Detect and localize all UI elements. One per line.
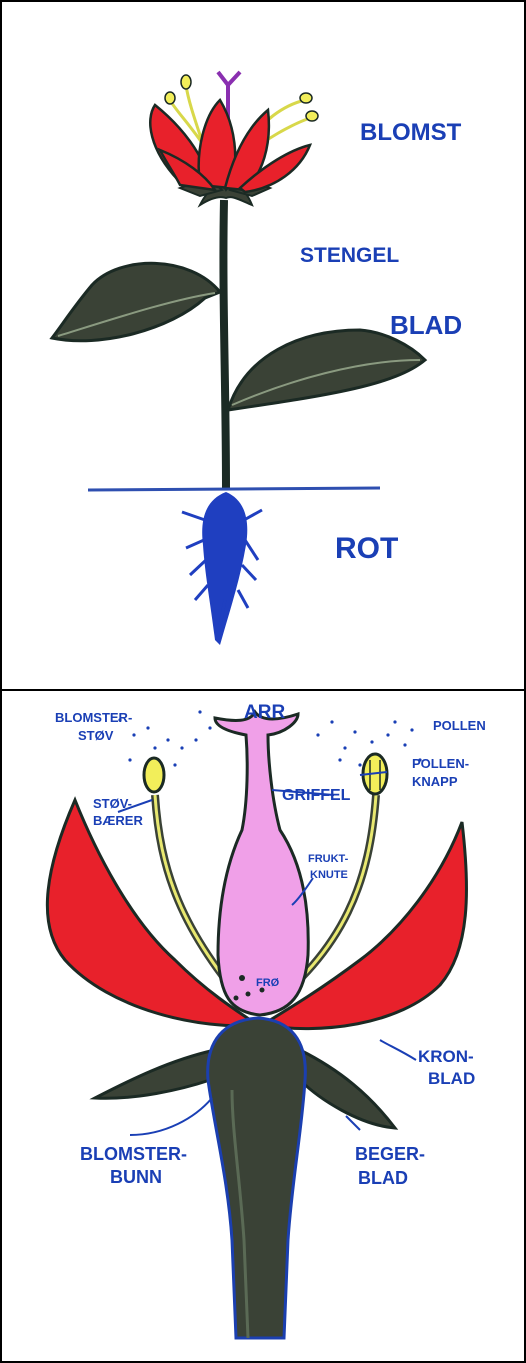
pistil	[215, 712, 308, 1015]
stem	[223, 200, 226, 490]
label-stovbaerer-2: BÆRER	[93, 813, 143, 828]
label-kronblad-2: BLAD	[428, 1069, 475, 1088]
label-fruktknute-1: FRUKT-	[308, 853, 349, 865]
label-griffel: GRIFFEL	[282, 787, 351, 804]
label-arr: ARR	[244, 702, 285, 723]
label-begerblad-2: BLAD	[358, 1168, 408, 1188]
label-fruktknute-2: KNUTE	[310, 869, 348, 881]
label-blomsterbunn-1: BLOMSTER-	[80, 1144, 187, 1164]
ground-line	[88, 488, 380, 490]
label-pollenknapp-1: POLLEN-	[412, 756, 469, 771]
label-pollen: POLLEN	[433, 718, 486, 733]
label-blomsterstov-1: BLOMSTER-	[55, 710, 132, 725]
label-blad: BLAD	[390, 310, 462, 340]
receptacle	[208, 1018, 306, 1338]
label-blomsterstov-2: STØV	[78, 728, 114, 743]
label-stovbaerer-1: STØV-	[93, 796, 132, 811]
root	[182, 492, 262, 645]
label-blomst: BLOMST	[360, 119, 462, 146]
label-begerblad-1: BEGER-	[355, 1144, 425, 1164]
label-pollenknapp-2: KNAPP	[412, 774, 458, 789]
label-fro: FRØ	[256, 977, 280, 989]
label-blomsterbunn-2: BUNN	[110, 1167, 162, 1187]
label-rot: ROT	[335, 532, 398, 565]
label-kronblad-1: KRON-	[418, 1047, 474, 1066]
anther-left	[144, 758, 164, 792]
label-stengel: STENGEL	[300, 244, 399, 267]
top-petals	[150, 100, 310, 192]
right-leaf	[228, 330, 425, 410]
